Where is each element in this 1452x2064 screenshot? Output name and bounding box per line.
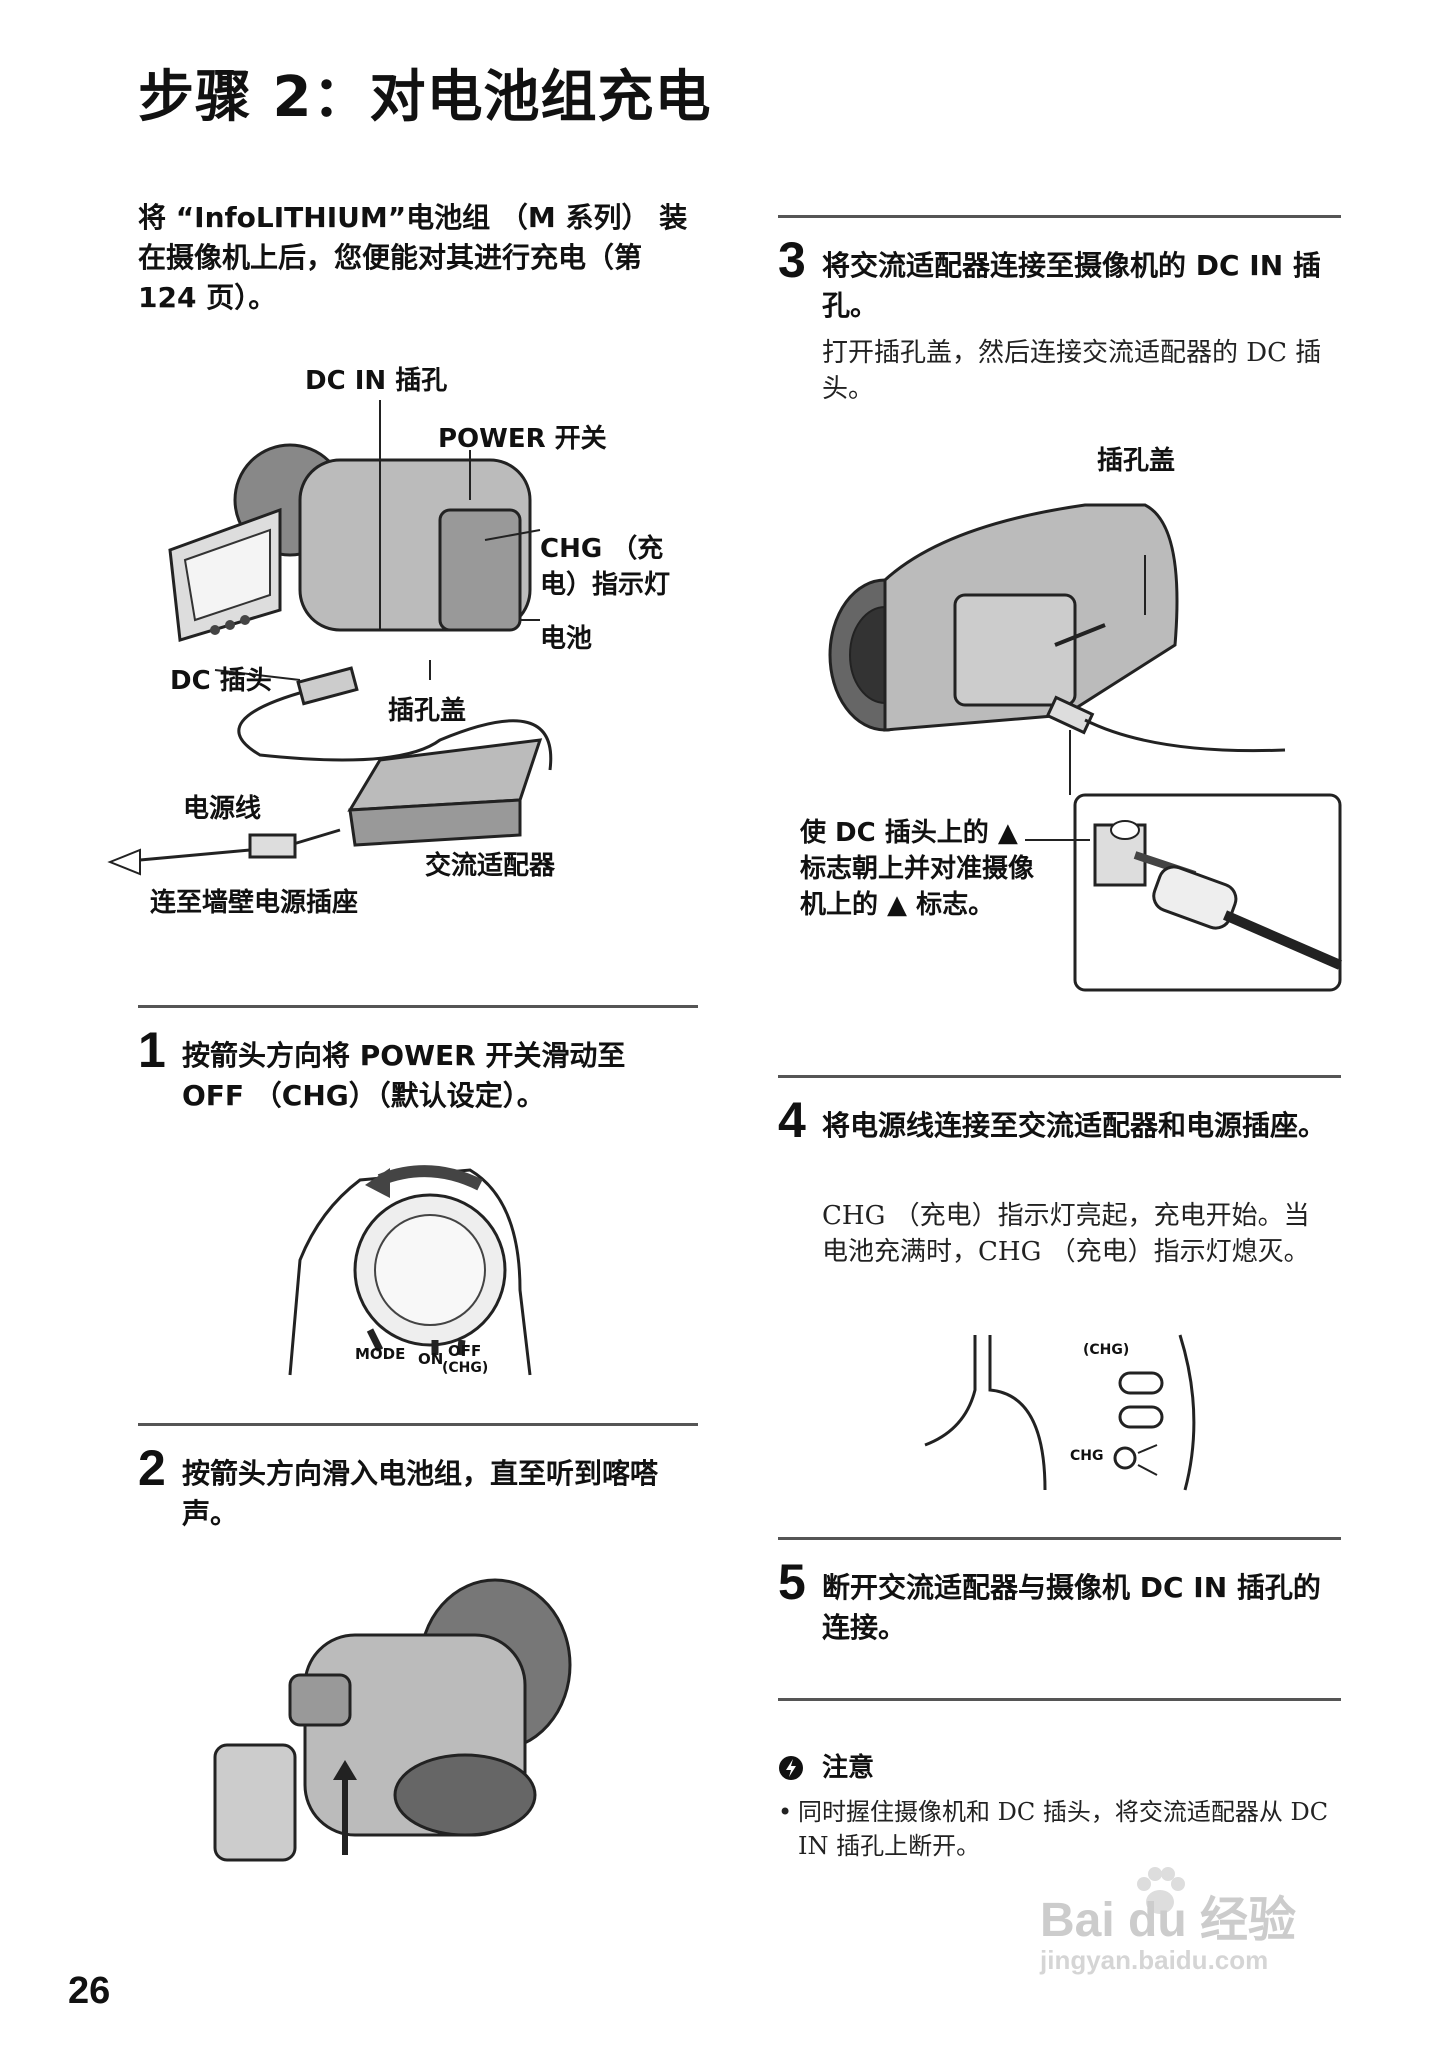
note-title: 注意: [822, 1753, 875, 1783]
label-wall-outlet: 连至墙壁电源插座: [150, 888, 359, 918]
note-bullet-dot: •: [778, 1798, 793, 1826]
step3-subtext: 打开插孔盖，然后连接交流适配器的 DC 插头。: [822, 338, 1322, 404]
switch-off-label: OFF: [448, 1342, 482, 1360]
step2-text: 按箭头方向滑入电池组，直至听到喀嗒声。: [182, 1457, 659, 1530]
chg-lamp-label: CHG: [1070, 1448, 1104, 1464]
step3-rule: [778, 215, 1341, 218]
watermark-brand: Bai du 经验: [1040, 1894, 1297, 1947]
step5-number: 5: [778, 1554, 806, 1610]
step5-text: 断开交流适配器与摄像机 DC IN 插孔的连接。: [822, 1571, 1321, 1644]
baidu-paw-icon: [1137, 1867, 1185, 1914]
chg-lamp-diagram: [924, 1334, 1196, 1491]
note-warning-icon: [779, 1756, 803, 1780]
label-battery: 电池: [540, 624, 593, 654]
step4-rule: [778, 1075, 1341, 1078]
step2-number: 2: [138, 1440, 166, 1496]
label-dc-plug: DC 插头: [170, 666, 272, 696]
note-bullet-text: 同时握住摄像机和 DC 插头，将交流适配器从 DC IN 插孔上断开。: [798, 1798, 1329, 1860]
switch-mode-label: MODE: [355, 1345, 406, 1363]
step5-rule: [778, 1537, 1341, 1540]
watermark-url: jingyan.baidu.com: [1040, 1945, 1269, 1975]
camcorder-charging-diagram: [107, 400, 553, 876]
page-number: 26: [68, 1970, 111, 2012]
step3-jack-cover-label: 插孔盖: [1097, 446, 1176, 476]
power-switch-diagram: [288, 1165, 532, 1376]
label-power-cord: 电源线: [183, 794, 262, 824]
label-chg-line1: CHG （充: [540, 534, 664, 564]
step1-number: 1: [138, 1022, 166, 1078]
step3-number: 3: [778, 232, 806, 288]
intro-text: 将 “InfoLITHIUM”电池组 （M 系列） 装在摄像机上后，您便能对其进…: [138, 201, 688, 314]
switch-chg-label: (CHG): [442, 1360, 489, 1376]
step3-text: 将交流适配器连接至摄像机的 DC IN 插孔。: [822, 249, 1321, 322]
step4-number: 4: [778, 1092, 806, 1148]
step4-text: 将电源线连接至交流适配器和电源插座。: [822, 1109, 1327, 1142]
label-dc-in: DC IN 插孔: [305, 366, 448, 396]
label-chg-line2: 电）指示灯: [540, 570, 671, 600]
step3-align-note: 使 DC 插头上的 ▲ 标志朝上并对准摄像机上的 ▲ 标志。: [800, 818, 1035, 920]
label-power-switch: POWER 开关: [438, 424, 607, 454]
step1-text: 按箭头方向将 POWER 开关滑动至 OFF （CHG）（默认设定）。: [182, 1039, 626, 1112]
step2-rule: [138, 1423, 698, 1426]
step1-rule: [138, 1005, 698, 1008]
label-ac-adaptor: 交流适配器: [425, 851, 556, 881]
step5-bottom-rule: [778, 1698, 1341, 1701]
chg-top-label: (CHG): [1083, 1342, 1130, 1358]
dc-in-connection-diagram: [828, 503, 1342, 992]
step4-subtext: CHG （充电）指示灯亮起，充电开始。当电池充满时，CHG （充电）指示灯熄灭。: [822, 1201, 1310, 1267]
switch-on-label: ON: [418, 1350, 444, 1368]
label-jack-cover: 插孔盖: [388, 696, 467, 726]
page-title: 步骤 2：对电池组充电: [138, 65, 712, 130]
battery-insert-diagram: [213, 1578, 572, 1862]
